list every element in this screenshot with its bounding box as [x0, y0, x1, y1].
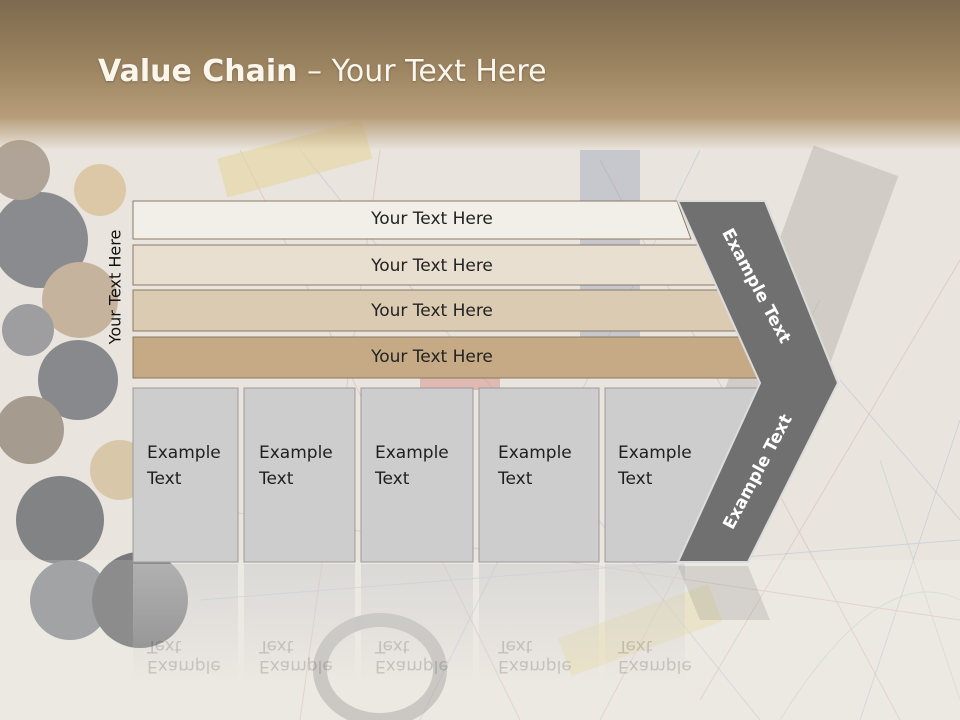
- box-text-1: Example Text: [147, 440, 247, 492]
- example-box-2[interactable]: [243, 387, 356, 563]
- box-5-line1: Example: [618, 443, 692, 463]
- chevron-arrow[interactable]: [676, 200, 840, 563]
- header-band: [0, 0, 960, 150]
- box-2-line2: Text: [259, 469, 294, 489]
- example-box-4[interactable]: [478, 387, 600, 563]
- example-box-3[interactable]: [360, 387, 474, 563]
- title-rest: – Your Text Here: [297, 54, 547, 89]
- row-bar-1[interactable]: [132, 200, 692, 240]
- box-4-line1: Example: [498, 443, 572, 463]
- row-label-3: Your Text Here: [371, 301, 493, 321]
- row-label-4: Your Text Here: [371, 347, 493, 367]
- example-box-1[interactable]: [132, 387, 239, 563]
- box-1-line1: Example: [147, 443, 221, 463]
- box-3-line2: Text: [375, 469, 410, 489]
- row-label-2: Your Text Here: [371, 256, 493, 276]
- row-label-1: Your Text Here: [371, 209, 493, 229]
- box-text-4: Example Text: [498, 440, 598, 492]
- box-text-5: Example Text: [618, 440, 718, 492]
- title-bold: Value Chain: [98, 54, 298, 89]
- box-text-2: Example Text: [259, 440, 359, 492]
- box-5-line2: Text: [618, 469, 653, 489]
- box-text-3: Example Text: [375, 440, 475, 492]
- box-1-line2: Text: [147, 469, 182, 489]
- side-label: Your Text Here: [105, 229, 125, 345]
- box-2-line1: Example: [259, 443, 333, 463]
- box-3-line1: Example: [375, 443, 449, 463]
- box-4-line2: Text: [498, 469, 533, 489]
- page-title: Value Chain – Your Text Here: [98, 54, 547, 89]
